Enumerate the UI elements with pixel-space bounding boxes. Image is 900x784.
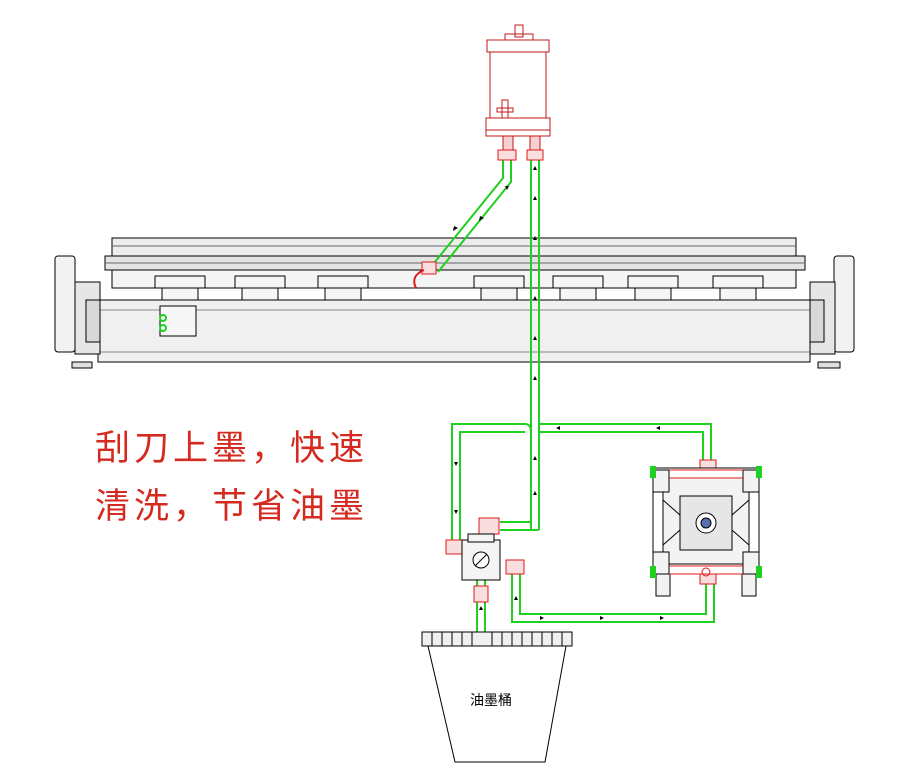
pipe-fittings — [421, 149, 717, 603]
pump-connectors — [650, 466, 762, 578]
beam-clamps — [154, 275, 764, 301]
caption-line-1: 刮刀上墨，快速 — [95, 429, 369, 469]
pump-port-lines — [669, 469, 743, 577]
blade-hook-fitting — [413, 269, 425, 289]
ink-pipes — [429, 150, 715, 632]
three-way-valve — [461, 533, 501, 581]
ink-bucket-label: 油墨桶 — [470, 693, 512, 709]
diaphragm-pump — [652, 467, 760, 597]
doctor-blade-beam — [54, 237, 855, 369]
beam-inlet-fitting — [159, 314, 167, 332]
ink-bucket — [421, 631, 573, 763]
ink-reservoir-cylinder — [485, 24, 551, 153]
flow-arrows — [453, 166, 664, 620]
caption-line-2: 清洗，节省油墨 — [95, 487, 369, 527]
